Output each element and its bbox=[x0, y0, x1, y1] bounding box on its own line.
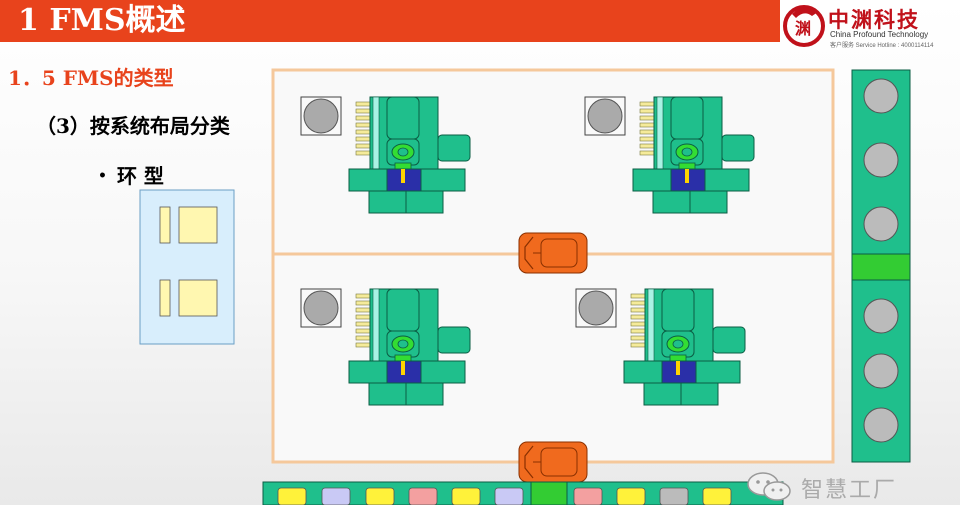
pallet-conveyor bbox=[262, 481, 784, 505]
section-subheading: （3）按系统布局分类 bbox=[36, 114, 230, 138]
ring-layout-thumbnail bbox=[139, 189, 235, 345]
bullet-dot: • bbox=[98, 168, 107, 184]
dragon-emblem-icon: 渊 bbox=[783, 5, 825, 47]
wechat-icon bbox=[747, 472, 791, 501]
watermark-text: 智慧工厂 bbox=[801, 478, 898, 503]
svg-text:渊: 渊 bbox=[795, 19, 811, 38]
logo-name-en: China Profound Technology bbox=[830, 30, 929, 39]
section-heading: 1．5 FMS的类型 bbox=[8, 66, 174, 90]
transfer-cart bbox=[518, 441, 588, 483]
company-logo: 渊 中渊科技 China Profound Technology 客户服务 Se… bbox=[780, 0, 960, 50]
transfer-cart bbox=[518, 232, 588, 274]
pallet-storage-rack bbox=[851, 69, 911, 463]
bullet-item: • 环 型 bbox=[98, 160, 164, 189]
logo-hotline: 客户服务 Service Hotline : 4000114114 bbox=[830, 43, 934, 49]
bullet-label: 环 型 bbox=[116, 164, 164, 188]
slide-title: 1 FMS概述 bbox=[18, 3, 186, 38]
title-bar: 1 FMS概述 bbox=[0, 0, 780, 42]
logo-name-cn: 中渊科技 bbox=[828, 7, 920, 32]
wechat-watermark: 智慧工厂 bbox=[745, 470, 955, 504]
